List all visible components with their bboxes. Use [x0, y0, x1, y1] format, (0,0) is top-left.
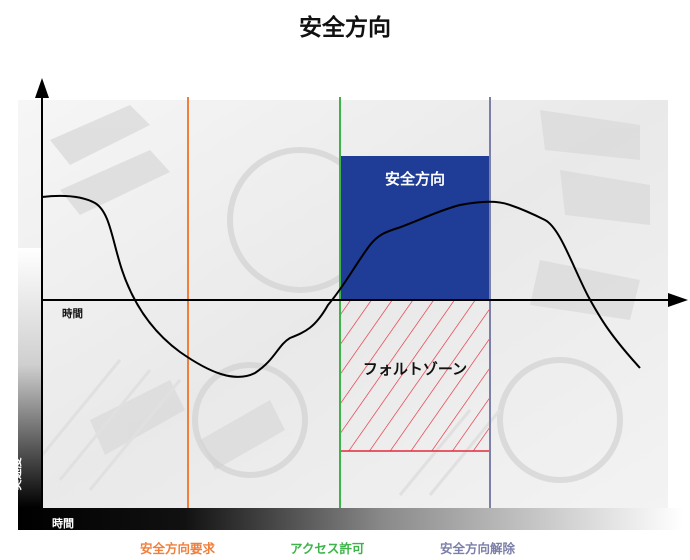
speed-curve [41, 194, 641, 378]
legend-safe-direction-release: 安全方向解除 [440, 541, 516, 556]
time-axis-bar [18, 508, 683, 530]
legend-safe-direction-request: 安全方向要求 [140, 541, 216, 556]
safe-direction-box [340, 156, 490, 300]
fault-zone-label: フォルトゾーン [362, 360, 468, 378]
time-axis-label-middle: 時間 [62, 308, 83, 320]
fault-zone [340, 300, 490, 452]
time-axis-label-bottom: 時間 [52, 517, 74, 530]
safe-direction-box-label: 安全方向 [384, 170, 445, 188]
y-axis-arrow [35, 78, 49, 98]
speed-axis-bar [18, 248, 42, 508]
page-title: 安全方向 [299, 15, 391, 41]
x-axis-arrow [668, 293, 688, 307]
legend-access-permission: アクセス許可 [290, 541, 365, 556]
speed-axis-label: 実速度 [10, 457, 23, 491]
